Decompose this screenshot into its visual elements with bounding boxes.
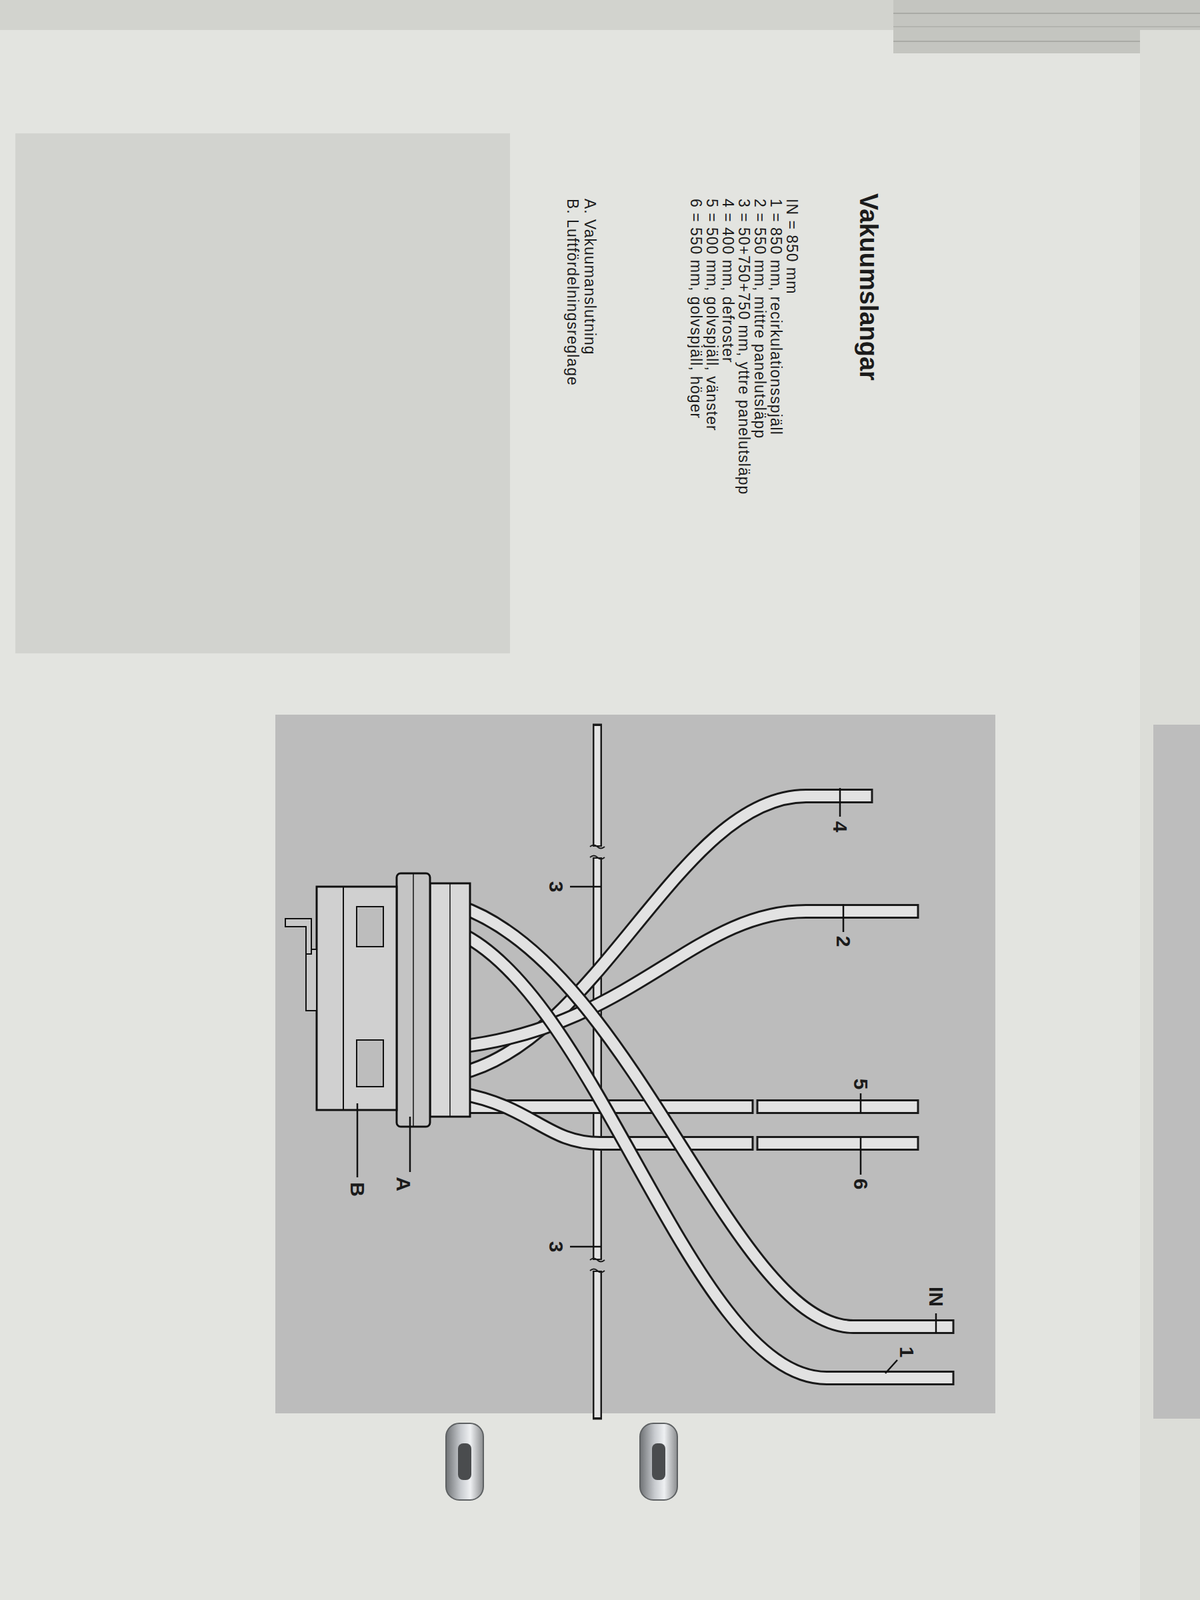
- binder-ring: [640, 1423, 678, 1500]
- leader-line: [860, 1137, 862, 1175]
- callout-letter: B: [347, 1182, 368, 1197]
- hose-joints: [752, 1098, 758, 1152]
- hose-outline: [592, 724, 602, 1419]
- hose-end: [592, 724, 602, 726]
- next-panel: [1153, 724, 1200, 1419]
- hose-end: [871, 788, 874, 804]
- shaded-block: [15, 133, 510, 654]
- leader-line: [570, 886, 602, 888]
- port-line: [449, 883, 451, 1117]
- hose-end: [952, 1319, 955, 1334]
- body-line: [342, 886, 344, 1110]
- callout-number: 3: [546, 1241, 566, 1253]
- part-note: B. Luftfördelningsreglage: [564, 198, 581, 386]
- binder-ring-slot: [652, 1443, 666, 1480]
- leader-line: [570, 1246, 602, 1248]
- hose-length-note: 2 = 550 mm, mittre panelutsläpp: [752, 198, 768, 439]
- hose-length-note: IN = 850 mm: [784, 198, 800, 294]
- hose-end: [592, 1418, 602, 1420]
- page-stack-line: [893, 26, 1200, 28]
- callout-letter: A: [393, 1176, 414, 1192]
- hose-inner: [460, 906, 953, 1327]
- callout-number: 1: [896, 1346, 917, 1358]
- binder-ring: [446, 1423, 484, 1500]
- callout-number: 4: [830, 821, 850, 833]
- hose-end: [917, 904, 920, 919]
- vacuum-connection: [396, 873, 430, 1127]
- hose-length-note: 5 = 500 mm, golvspjäll, vänster: [704, 198, 720, 432]
- bracket-tab: [285, 918, 312, 954]
- hose-outline: [460, 911, 919, 1047]
- control-body: [316, 886, 397, 1110]
- leader-line: [356, 1103, 359, 1178]
- callout-label: IN: [926, 1286, 946, 1307]
- hose-inner: [460, 933, 953, 1378]
- hose-length-note: 4 = 400 mm, defroster: [720, 198, 736, 364]
- hose-break: [590, 1258, 605, 1273]
- body-detail: [356, 1040, 384, 1087]
- hose-end: [952, 1370, 955, 1386]
- callout-number: 3: [546, 881, 566, 893]
- bracket: [306, 949, 317, 1011]
- leader-line: [409, 1116, 412, 1172]
- page-stack-line: [893, 12, 1200, 14]
- leader-line: [860, 1093, 862, 1114]
- hose-outline: [460, 933, 954, 1378]
- connection-line: [412, 873, 414, 1127]
- leader-line: [842, 904, 845, 932]
- leaders: [357, 788, 936, 1374]
- hose-inner: [460, 1093, 918, 1144]
- hose-break: [590, 845, 605, 860]
- body-detail: [356, 906, 384, 947]
- hose-end: [917, 1099, 920, 1114]
- page-title: Vakuumslangar: [856, 193, 882, 381]
- hose-length-note: 3 = 50+750+750 mm, yttre panelutsläpp: [736, 198, 752, 495]
- hose-ends: [592, 724, 954, 1419]
- distributor: [285, 873, 470, 1127]
- facing-page: [1140, 30, 1200, 1600]
- hose-end: [917, 1136, 920, 1151]
- port-block: [430, 883, 470, 1117]
- leader-line: [885, 1360, 898, 1374]
- callout-number: 2: [833, 936, 854, 948]
- callout-number: 5: [850, 1078, 871, 1090]
- leader-line: [839, 788, 842, 817]
- binder-ring-slot: [458, 1443, 472, 1480]
- part-note: A. Vakuumanslutning: [582, 198, 598, 356]
- hose-outline: [460, 1093, 919, 1144]
- joint-line: [752, 1099, 758, 1151]
- hose-length-note: 1 = 850 mm, recirkulationsspjäll: [768, 198, 784, 436]
- hose-outline: [460, 906, 954, 1327]
- hose-inner: [594, 726, 601, 1418]
- hose-fan: [460, 796, 954, 1378]
- hose-inner: [460, 911, 918, 1047]
- leader-line: [935, 1313, 938, 1334]
- figure-panel: [275, 714, 996, 1414]
- callout-number: 6: [850, 1178, 871, 1190]
- hose-length-note: 6 = 550 mm, golvspjäll, höger: [688, 198, 704, 419]
